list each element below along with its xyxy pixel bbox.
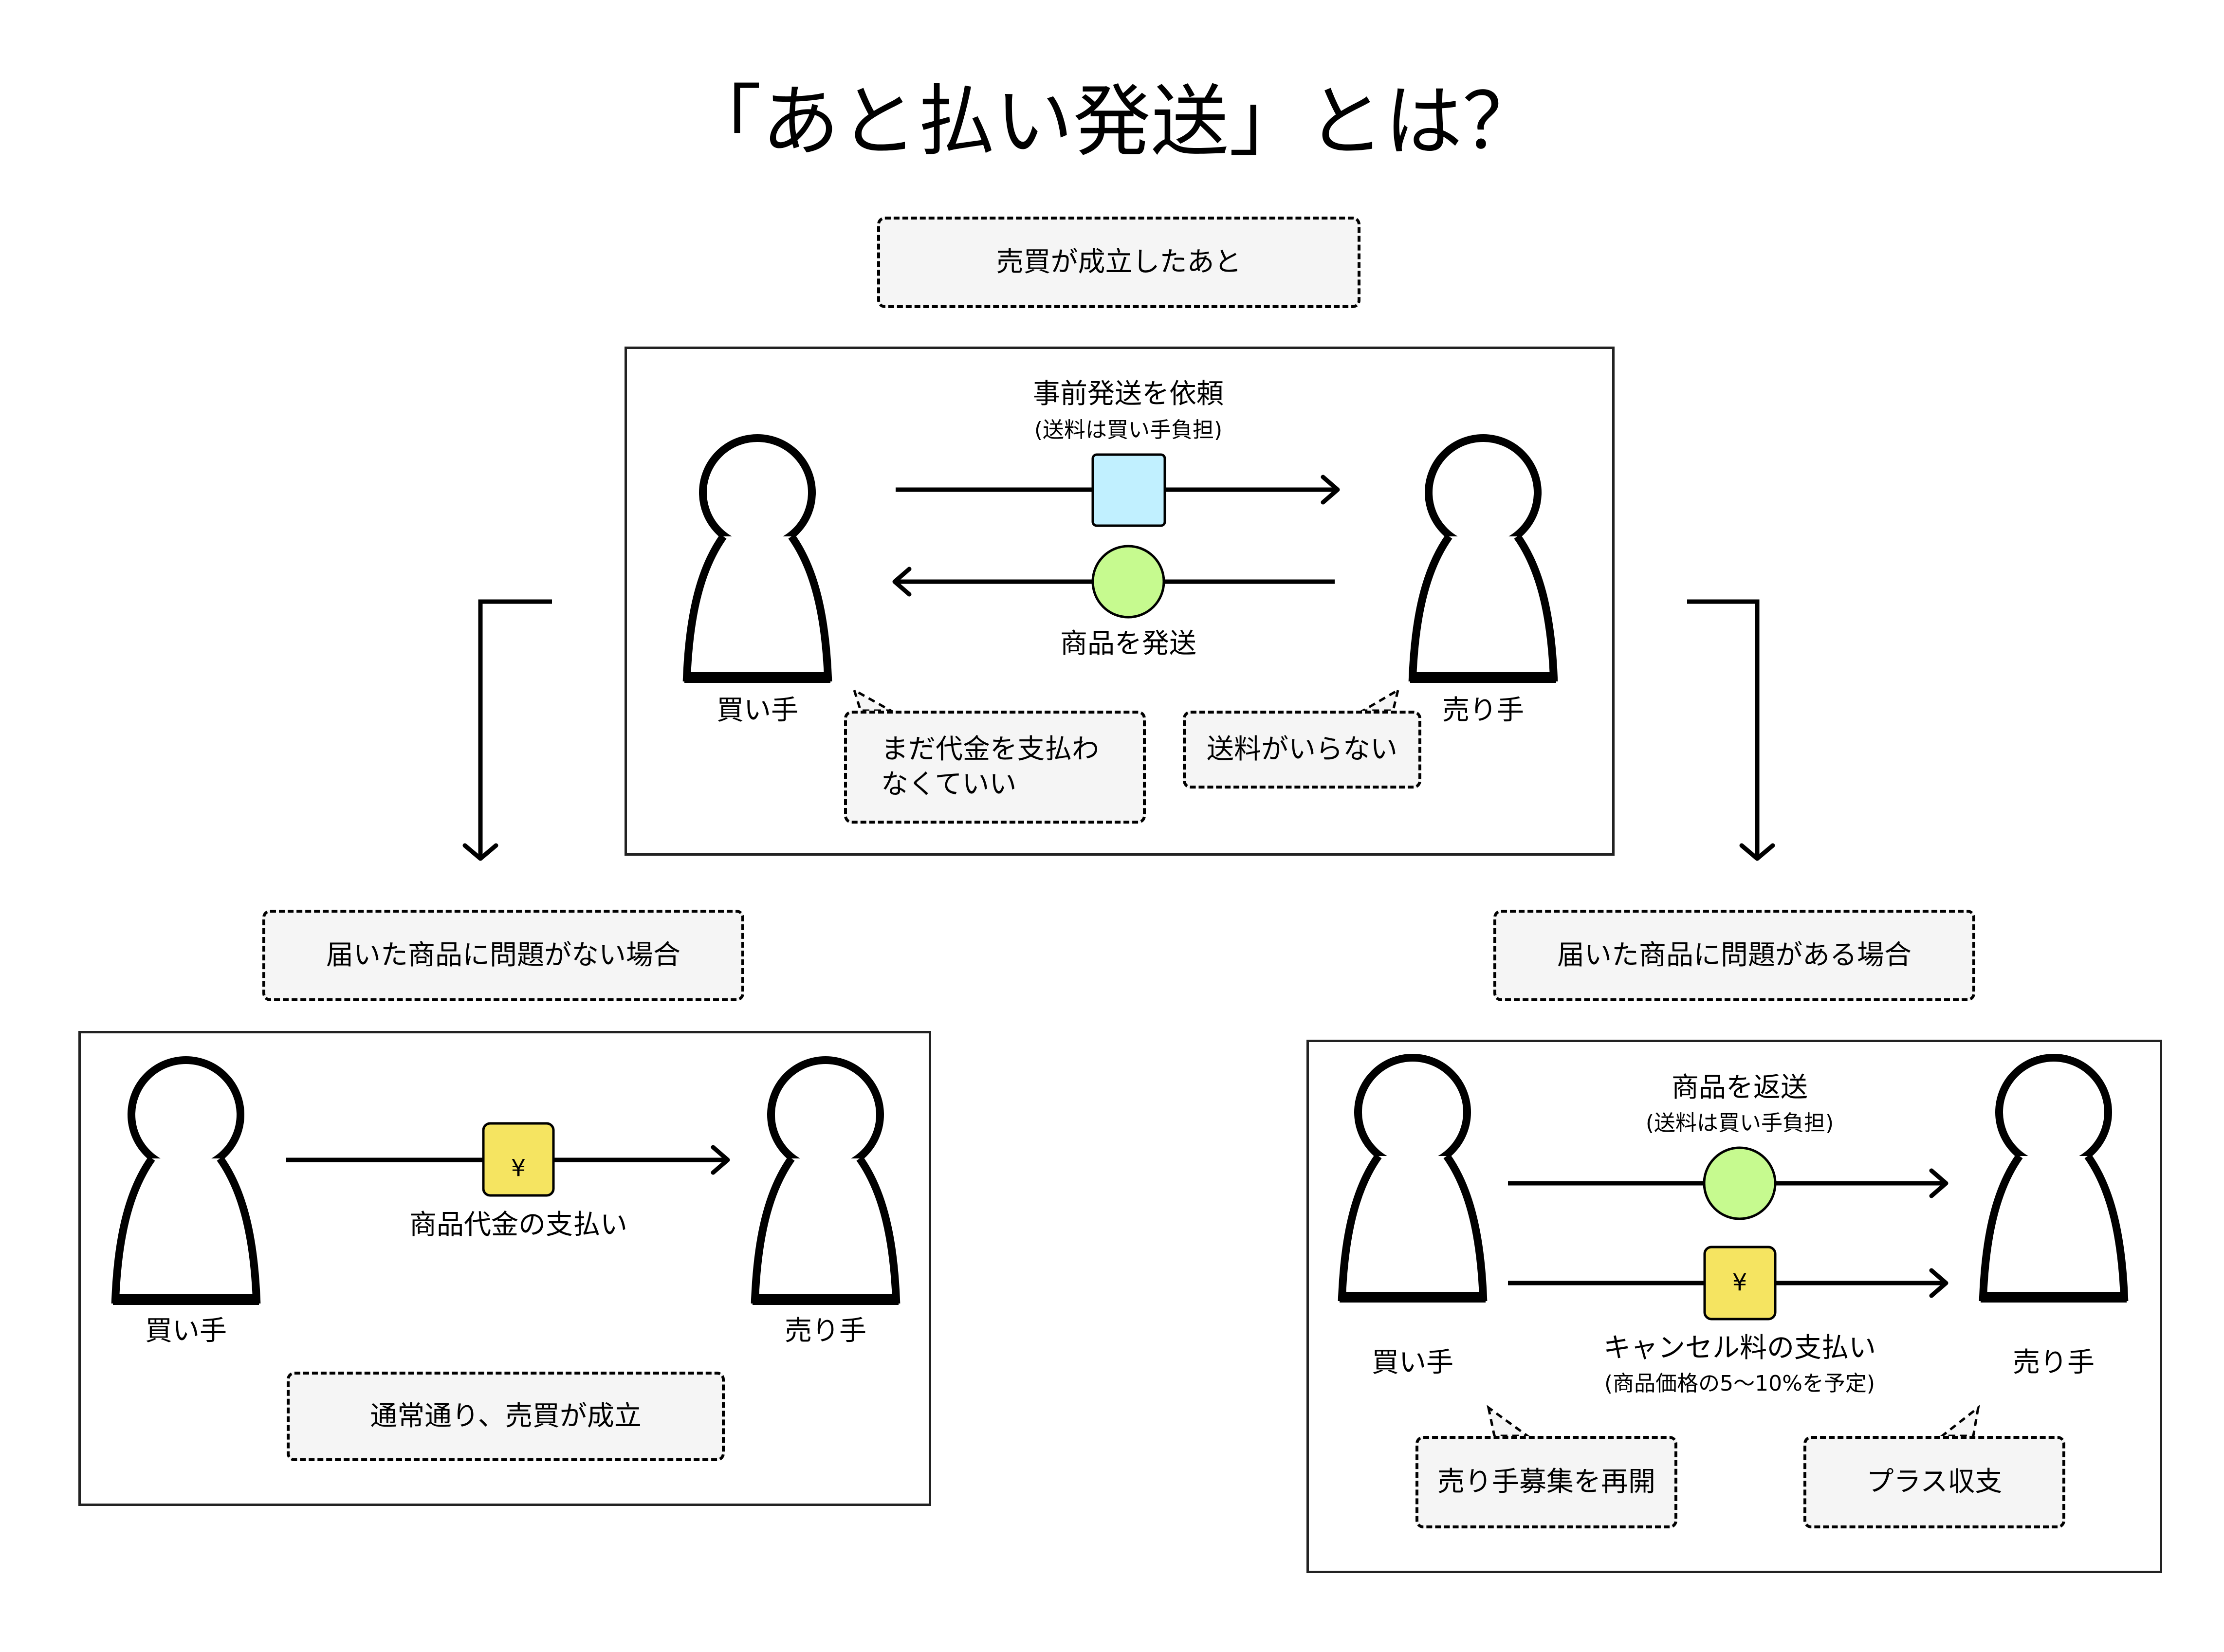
ship-label: 商品を発送 (1060, 628, 1196, 660)
seller-note-text: プラス収支 (1866, 1466, 2003, 1498)
request-label: 事前発送を依頼 (1033, 378, 1224, 410)
condition-label-text: 届いた商品に問題がある場合 (1557, 939, 1912, 971)
seller-label-top: 売り手 (1442, 695, 1524, 726)
condition-label-no-problem: 届いた商品に問題がない場合 (262, 910, 744, 1001)
buyer-label-left: 買い手 (145, 1315, 227, 1347)
seller-label-right: 売り手 (2013, 1347, 2095, 1378)
seller-figure-top (1410, 438, 1556, 678)
condition-label-problem: 届いた商品に問題がある場合 (1493, 910, 1975, 1001)
buyer-label-right: 買い手 (1372, 1347, 1453, 1378)
buyer-figure-left (113, 1060, 259, 1300)
buyer-note-tail (852, 687, 896, 712)
condition-label-text: 届いた商品に問題がない場合 (326, 939, 680, 971)
buyer-label-top: 買い手 (717, 695, 798, 726)
diagram-title: 「あと払い発送」とは？ (683, 76, 1541, 167)
cancel-fee-label: キャンセル料の支払い (1603, 1332, 1876, 1364)
seller-figure-right (1981, 1058, 2127, 1297)
item-token (1091, 545, 1165, 619)
buyer-note-right: 売り手募集を再開 (1415, 1436, 1677, 1528)
cancel-fee-sublabel: (商品価格の5〜10%を予定) (1604, 1371, 1875, 1396)
seller-note-right: プラス収支 (1803, 1436, 2065, 1528)
money-token-left (482, 1122, 555, 1197)
buyer-note-text: 売り手募集を再開 (1437, 1466, 1655, 1498)
buyer-figure-right (1340, 1058, 1486, 1297)
buyer-note-text: まだ代金を支払わなくていい (881, 734, 1099, 800)
buyer-figure-top (684, 438, 830, 678)
return-sublabel: (送料は買い手負担) (1645, 1111, 1834, 1136)
buyer-note-tail-right (1487, 1405, 1531, 1437)
seller-note-text: 送料がいらない (1207, 734, 1397, 765)
payment-label: 商品代金の支払い (409, 1209, 627, 1241)
buyer-note-top: まだ代金を支払わなくていい (844, 711, 1146, 824)
request-token (1091, 453, 1166, 527)
item-token-return (1703, 1146, 1777, 1220)
connector-arrow-right (1687, 599, 1775, 861)
seller-label-left: 売り手 (785, 1315, 866, 1347)
money-token-right (1703, 1246, 1777, 1321)
return-label: 商品を返送 (1672, 1072, 1808, 1103)
yen-symbol-left: ¥ (511, 1155, 526, 1182)
result-note-left: 通常通り、売買が成立 (287, 1372, 725, 1461)
yen-symbol-right: ¥ (1732, 1269, 1747, 1296)
connector-arrow-left (462, 599, 552, 861)
seller-note-tail (1358, 687, 1400, 712)
seller-figure-left (753, 1060, 899, 1300)
condition-label-text: 売買が成立したあと (996, 246, 1242, 278)
seller-note-tail-right (1938, 1405, 1980, 1437)
result-note-text: 通常通り、売買が成立 (370, 1400, 642, 1432)
condition-label-after-sale: 売買が成立したあと (877, 217, 1360, 308)
request-sublabel: (送料は買い手負担) (1034, 418, 1223, 442)
seller-note-top: 送料がいらない (1183, 711, 1421, 789)
